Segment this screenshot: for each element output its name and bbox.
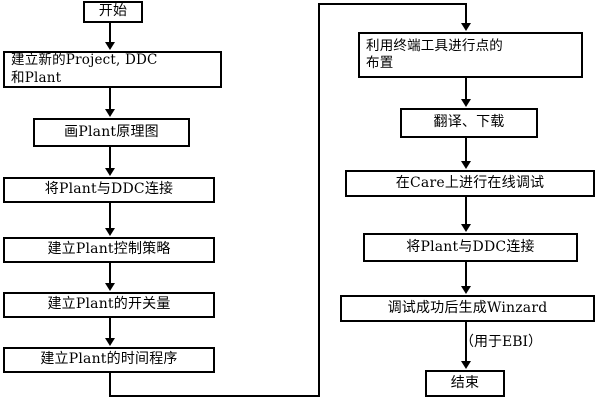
arrowhead-link-ddc-to-strategy (105, 228, 115, 236)
edge-new-project-to-draw-plant (109, 88, 111, 110)
arrowhead-start-to-new-project (105, 42, 115, 50)
arrowhead-strategy-to-switch (105, 283, 115, 291)
arrowhead-winzard-to-end (461, 361, 471, 369)
edge-translate-to-care-debug (465, 138, 467, 162)
arrowhead-switch-to-schedule (105, 338, 115, 346)
edge-switch-to-schedule (109, 318, 111, 339)
arrowhead-draw-plant-to-link-ddc (105, 168, 115, 176)
edge-link-ddc-to-strategy (109, 203, 111, 229)
node-terminal-point-layout[interactable]: 利用终端工具进行点的 布置 (358, 32, 583, 78)
arrowhead-link-ddc-to-winzard (461, 286, 471, 294)
edge-schedule-down-segment (109, 373, 111, 397)
edge-strategy-to-switch (109, 263, 111, 284)
edge-terminal-to-translate (465, 78, 467, 100)
edge-wrap-up-segment (318, 3, 320, 397)
edge-care-debug-to-link-ddc (465, 197, 467, 225)
node-link-plant-ddc-left[interactable]: 将Plant与DDC连接 (3, 177, 215, 203)
node-generate-winzard[interactable]: 调试成功后生成Winzard (340, 295, 595, 322)
edge-wrap-top-segment (318, 3, 467, 5)
arrowhead-new-project-to-draw-plant (105, 109, 115, 117)
node-control-strategy[interactable]: 建立Plant控制策略 (3, 237, 215, 263)
node-time-schedule[interactable]: 建立Plant的时间程序 (3, 347, 215, 373)
node-new-project[interactable]: 建立新的Project, DDC 和Plant (3, 51, 222, 88)
arrowhead-translate-to-care-debug (461, 161, 471, 169)
node-switch-quantity[interactable]: 建立Plant的开关量 (3, 292, 215, 318)
node-end[interactable]: 结束 (425, 370, 505, 397)
node-care-online-debug[interactable]: 在Care上进行在线调试 (345, 170, 595, 197)
edge-wrap-down-to-terminal (465, 3, 467, 24)
edge-schedule-right-segment (109, 395, 320, 397)
annotation-ebi-note: （用于EBI） (460, 334, 543, 350)
edge-start-to-new-project (109, 23, 111, 43)
arrowhead-terminal-to-translate (461, 99, 471, 107)
arrowhead-care-debug-to-link-ddc (461, 224, 471, 232)
edge-draw-plant-to-link-ddc (109, 147, 111, 169)
edge-winzard-to-end (465, 322, 467, 362)
node-draw-plant[interactable]: 画Plant原理图 (33, 118, 190, 147)
node-translate-download[interactable]: 翻译、下载 (400, 108, 538, 138)
edge-link-ddc-to-winzard (465, 262, 467, 287)
node-link-plant-ddc-right[interactable]: 将Plant与DDC连接 (363, 233, 578, 262)
arrowhead-wrap-to-terminal (461, 23, 471, 31)
node-start[interactable]: 开始 (83, 1, 143, 23)
